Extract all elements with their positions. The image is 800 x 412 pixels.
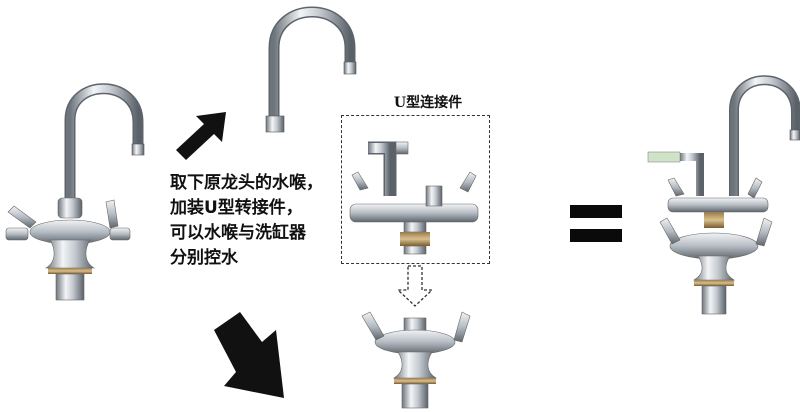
arrow-down-right-icon <box>214 312 284 398</box>
arrow-up-right-icon <box>176 112 226 160</box>
instruction-line-1: 取下原龙头的水喉， <box>170 173 323 193</box>
instruction-line-3: 可以水喉与洗缸器 <box>170 223 306 243</box>
equals-bar-bottom <box>570 229 622 242</box>
arrow-down-dashed-icon <box>396 265 434 307</box>
spout-icon <box>265 6 357 133</box>
equals-icon <box>570 205 622 253</box>
mixer-valve-icon <box>361 311 471 409</box>
assembled-faucet-icon <box>647 75 800 315</box>
original-faucet-icon <box>5 83 145 301</box>
equals-bar-top <box>570 205 622 218</box>
instruction-line-2: 加装U型转接件， <box>170 198 303 218</box>
connector-dashed-frame <box>341 115 490 264</box>
instruction-text: 取下原龙头的水喉， 加装U型转接件， 可以水喉与洗缸器 分别控水 <box>170 171 370 271</box>
instruction-line-4: 分别控水 <box>170 248 238 268</box>
u-connector-icon <box>349 141 479 255</box>
connector-label: U型连接件 <box>393 95 463 111</box>
